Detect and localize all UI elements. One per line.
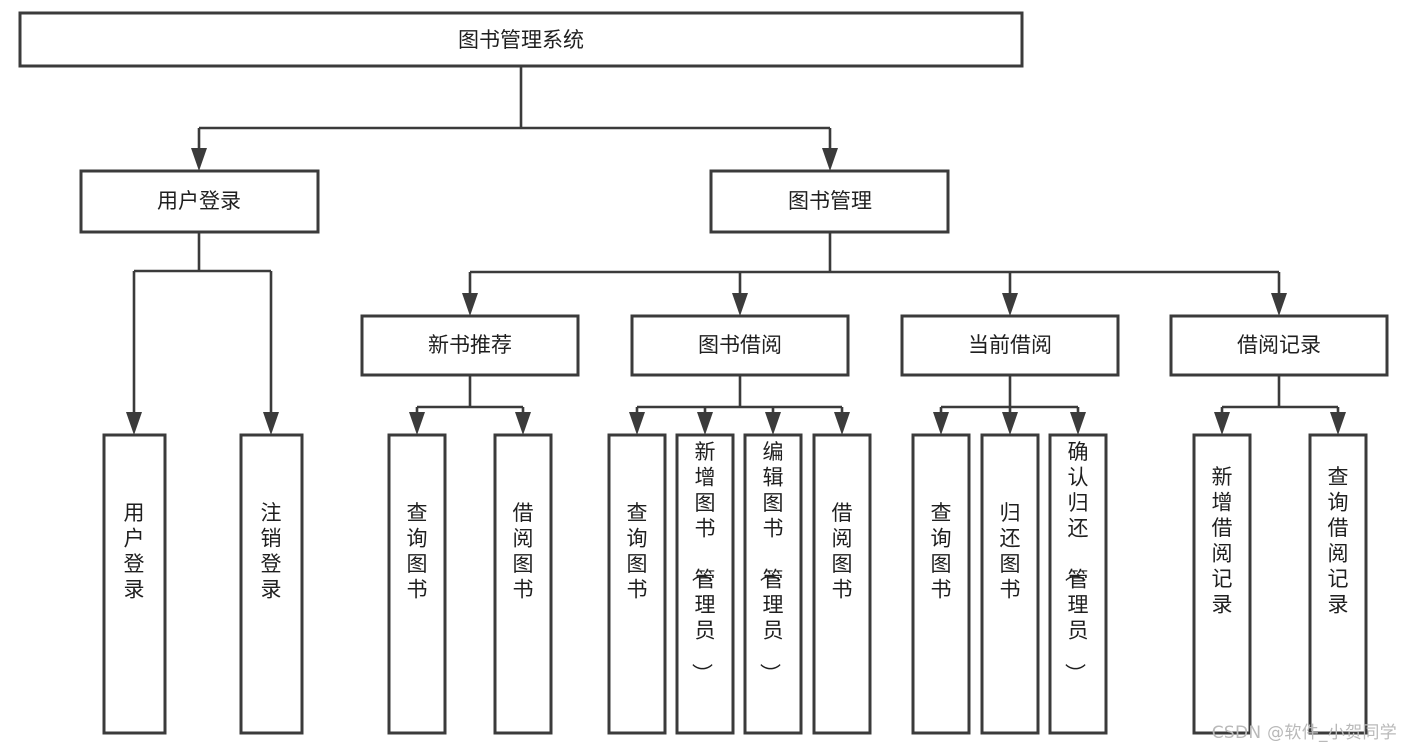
node-leaf-add-record-box[interactable]	[1192, 433, 1252, 735]
node-leaf-query-book-3[interactable]: 查询图书	[911, 433, 971, 735]
node-root-label: 图书管理系统	[458, 28, 584, 52]
node-leaf-user-login[interactable]: 用户登录	[102, 433, 167, 735]
node-leaf-query-book-1[interactable]: 查询图书	[387, 433, 447, 735]
node-leaf-confirm-return-box[interactable]	[1048, 433, 1108, 735]
arrow-head-leaf-add-book	[697, 412, 713, 435]
node-leaf-query-record[interactable]: 查询借阅记录	[1308, 433, 1368, 735]
arrow-head-leaf-user-login	[126, 412, 142, 435]
node-leaf-return-book[interactable]: 归还图书	[980, 433, 1040, 735]
arrow-head-user-login	[191, 148, 207, 171]
node-user-login[interactable]: 用户登录	[79, 169, 320, 234]
arrow-head-leaf-query-record	[1330, 412, 1346, 435]
node-leaf-user-login-label: 用户登录	[124, 501, 145, 602]
node-leaf-borrow-book-1[interactable]: 借阅图书	[493, 433, 553, 735]
node-borrow-record[interactable]: 借阅记录	[1169, 314, 1389, 377]
node-leaf-query-book-3-label: 查询图书	[931, 501, 952, 602]
node-leaf-borrow-book-1-label: 借阅图书	[513, 501, 534, 602]
node-leaf-query-book-1-label: 查询图书	[407, 501, 428, 602]
node-leaf-query-record-box[interactable]	[1308, 433, 1368, 735]
node-current-borrow[interactable]: 当前借阅	[900, 314, 1120, 377]
node-leaf-add-book[interactable]: 新增图书（管理员）	[675, 433, 735, 735]
arrow-head-borrow-record	[1271, 293, 1287, 316]
node-book-management[interactable]: 图书管理	[709, 169, 950, 234]
node-leaf-add-record[interactable]: 新增借阅记录	[1192, 433, 1252, 735]
node-leaf-add-record-label: 新增借阅记录	[1212, 465, 1233, 617]
node-leaf-borrow-book-2-label: 借阅图书	[832, 501, 853, 602]
node-leaf-logout-login-box[interactable]	[239, 433, 304, 735]
node-book-borrow-label: 图书借阅	[698, 333, 782, 357]
node-leaf-borrow-book-2[interactable]: 借阅图书	[812, 433, 872, 735]
node-leaf-confirm-return[interactable]: 确认归还（管理员）	[1048, 433, 1108, 735]
arrow-head-leaf-confirm-return	[1070, 412, 1086, 435]
arrow-head-book-management	[822, 148, 838, 171]
node-book-management-label: 图书管理	[788, 189, 872, 213]
node-new-book-recommend[interactable]: 新书推荐	[360, 314, 580, 377]
node-leaf-edit-book-box[interactable]	[743, 433, 803, 735]
node-root[interactable]: 图书管理系统	[18, 11, 1024, 68]
node-root-box[interactable]	[18, 11, 1024, 68]
node-leaf-add-book-box[interactable]	[675, 433, 735, 735]
node-book-management-box[interactable]	[709, 169, 950, 234]
watermark-label: CSDN @软件_小贺同学	[1211, 723, 1397, 743]
node-leaf-query-book-2-label: 查询图书	[627, 501, 648, 602]
node-current-borrow-box[interactable]	[900, 314, 1120, 377]
node-leaf-confirm-return-label: 确认归还（管理员）	[1063, 440, 1089, 684]
node-borrow-record-label: 借阅记录	[1237, 333, 1321, 357]
arrow-head-leaf-edit-book	[765, 412, 781, 435]
node-user-login-label: 用户登录	[157, 189, 241, 213]
node-leaf-logout-login-label: 注销登录	[261, 501, 282, 602]
node-current-borrow-label: 当前借阅	[968, 333, 1052, 357]
node-leaf-borrow-book-2-box[interactable]	[812, 433, 872, 735]
arrow-head-leaf-query-book-1	[409, 412, 425, 435]
node-leaf-return-book-box[interactable]	[980, 433, 1040, 735]
arrow-head-new-book-recommend	[462, 293, 478, 316]
node-new-book-recommend-label: 新书推荐	[428, 333, 512, 357]
node-leaf-edit-book-label: 编辑图书（管理员）	[758, 440, 784, 684]
arrow-head-leaf-logout-login	[263, 412, 279, 435]
node-leaf-query-record-label: 查询借阅记录	[1328, 465, 1349, 617]
arrow-head-current-borrow	[1002, 293, 1018, 316]
node-book-borrow[interactable]: 图书借阅	[630, 314, 850, 377]
arrow-head-leaf-return-book	[1002, 412, 1018, 435]
node-leaf-query-book-3-box[interactable]	[911, 433, 971, 735]
node-leaf-return-book-label: 归还图书	[1000, 501, 1021, 602]
node-leaf-logout-login[interactable]: 注销登录	[239, 433, 304, 735]
node-leaf-user-login-box[interactable]	[102, 433, 167, 735]
node-leaf-borrow-book-1-box[interactable]	[493, 433, 553, 735]
arrow-head-leaf-query-book-2	[629, 412, 645, 435]
arrow-head-leaf-add-record	[1214, 412, 1230, 435]
node-user-login-box[interactable]	[79, 169, 320, 234]
node-book-borrow-box[interactable]	[630, 314, 850, 377]
arrow-head-leaf-borrow-book-1	[515, 412, 531, 435]
node-leaf-query-book-2[interactable]: 查询图书	[607, 433, 667, 735]
node-new-book-recommend-box[interactable]	[360, 314, 580, 377]
node-borrow-record-box[interactable]	[1169, 314, 1389, 377]
connector-layer	[126, 66, 1346, 435]
arrow-head-leaf-borrow-book-2	[834, 412, 850, 435]
node-leaf-add-book-label: 新增图书（管理员）	[690, 440, 716, 684]
node-leaf-query-book-1-box[interactable]	[387, 433, 447, 735]
arrow-head-book-borrow	[732, 293, 748, 316]
node-leaf-query-book-2-box[interactable]	[607, 433, 667, 735]
arrow-head-leaf-query-book-3	[933, 412, 949, 435]
node-leaf-edit-book[interactable]: 编辑图书（管理员）	[743, 433, 803, 735]
